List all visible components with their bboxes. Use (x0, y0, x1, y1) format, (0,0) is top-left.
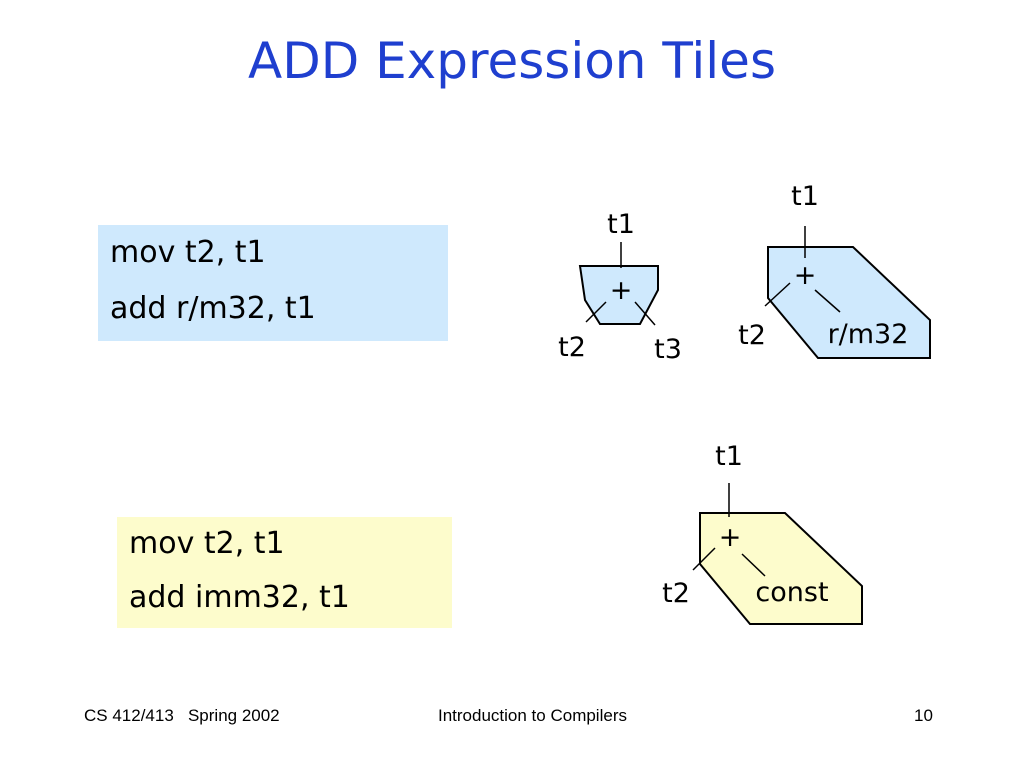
edge-right (814, 289, 841, 313)
code-line: mov t2, t1 (110, 235, 266, 270)
code-block-reg-imm: mov t2, t1 add imm32, t1 (117, 517, 452, 628)
footer-subject: Introduction to Compilers (438, 706, 627, 725)
footer-course: CS 412/413 Spring 2002 (84, 706, 280, 726)
node-t2: t2 (662, 578, 690, 609)
edge-left (585, 301, 607, 323)
slide-title: ADD Expression Tiles (247, 32, 776, 90)
edge-right (741, 553, 766, 577)
node-t2: t2 (558, 332, 586, 363)
node-const: const (755, 577, 828, 608)
node-plus: + (794, 260, 817, 291)
edge-left (764, 282, 791, 307)
tile-reg-mem-shape (767, 246, 931, 359)
code-line: add r/m32, t1 (110, 291, 316, 326)
node-r-m32: r/m32 (828, 319, 909, 350)
tile-reg-mem: t1 + t2 r/m32 (738, 181, 931, 359)
code-line: add imm32, t1 (129, 580, 350, 615)
node-plus: + (610, 275, 633, 306)
node-plus: + (719, 522, 742, 553)
tile-reg-reg: t1 + t2 t3 (558, 209, 682, 365)
node-t2: t2 (738, 320, 766, 351)
footer-course-text: CS 412/413 Spring 2002 (84, 706, 280, 725)
edge-left (692, 547, 716, 571)
node-t1: t1 (791, 181, 819, 212)
node-t3: t3 (654, 334, 682, 365)
node-t1: t1 (715, 441, 743, 472)
footer-page-number: 10 (914, 706, 933, 725)
code-block-reg-mem: mov t2, t1 add r/m32, t1 (98, 225, 448, 341)
node-t1: t1 (607, 209, 635, 240)
code-line: mov t2, t1 (129, 526, 285, 561)
edge-right (634, 301, 656, 326)
tile-reg-imm: t1 + t2 const (662, 441, 863, 625)
